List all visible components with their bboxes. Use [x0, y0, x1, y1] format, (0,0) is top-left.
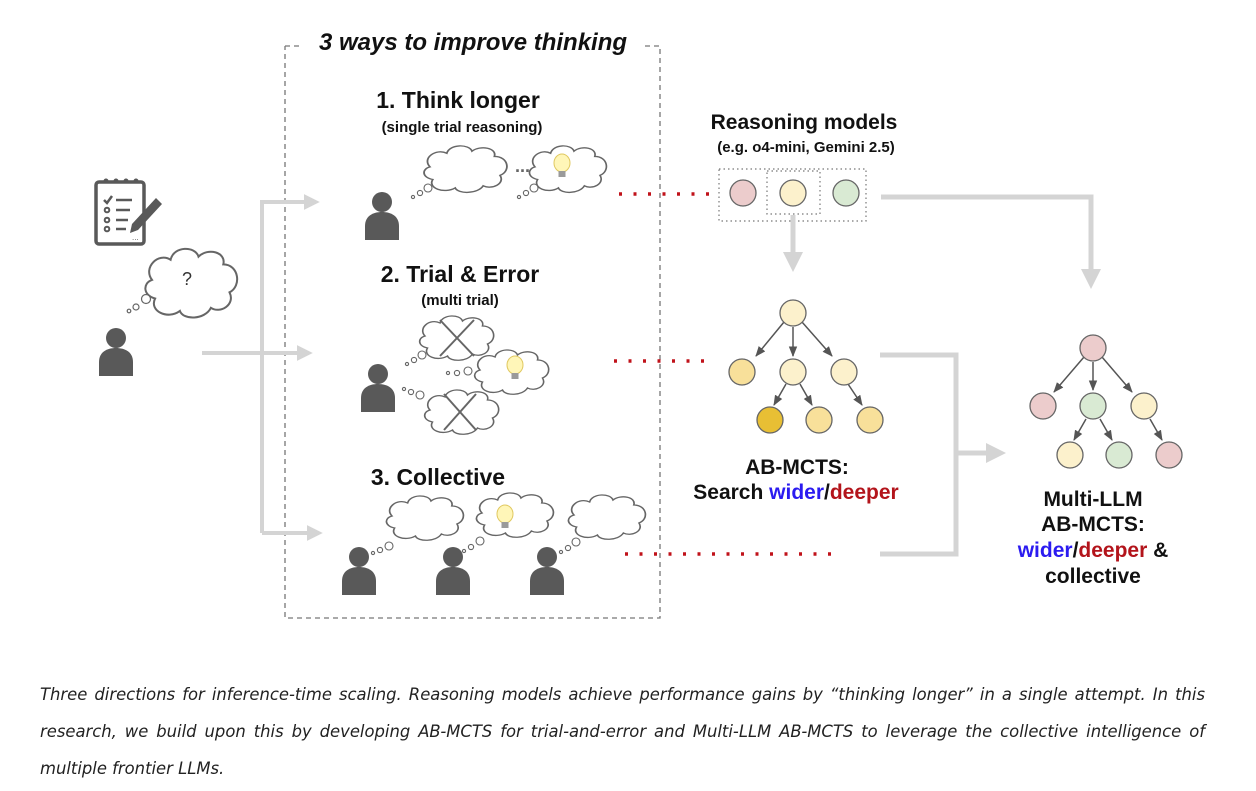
multi-llm-ab-mcts-label: AB-MCTS: [1041, 513, 1145, 536]
failed-cloud-icon [423, 389, 500, 436]
person-icon [342, 547, 376, 595]
tree-node [779, 358, 807, 386]
tree-node [779, 299, 807, 327]
thought-bubbles-icon [126, 293, 152, 314]
way-3-title: 3. Collective [371, 464, 505, 490]
way-2-title: 2. Trial & Error [381, 261, 540, 287]
tree-node [728, 358, 756, 386]
tree-node [856, 406, 884, 434]
inference-scaling-diagram: 3 ways to improve thinking ... ? 1. Thin… [94, 29, 1183, 619]
thought-cloud-icon [567, 494, 647, 541]
reasoning-models-subtitle: (e.g. o4-mini, Gemini 2.5) [717, 139, 895, 156]
multi-llm-label: Multi-LLM [1043, 488, 1142, 511]
tree-node [1056, 441, 1084, 469]
person-icon [99, 328, 133, 376]
model-node-green [832, 179, 860, 207]
models-group [718, 168, 867, 222]
figure-caption: Three directions for inference-time scal… [40, 685, 1205, 778]
svg-text:...: ... [132, 233, 139, 242]
notepad-icon: ... [94, 178, 162, 246]
multi-llm-tree [1029, 334, 1183, 469]
idea-cloud-icon [475, 492, 555, 539]
person-icon [361, 364, 395, 412]
person-icon [530, 547, 564, 595]
person-icon [365, 192, 399, 240]
branch-arrows [202, 194, 323, 541]
box-title: 3 ways to improve thinking [319, 29, 627, 56]
reasoning-models-title: Reasoning models [711, 111, 898, 134]
thinking-ellipsis: ... [515, 156, 530, 176]
tree-node [1105, 441, 1133, 469]
tree-node [805, 406, 833, 434]
tree-node [1079, 392, 1107, 420]
tree-node [1079, 334, 1107, 362]
ab-mcts-tree [728, 299, 884, 434]
multi-llm-wider-deeper-label: wider/deeper & [1017, 539, 1169, 562]
ab-mcts-label: AB-MCTS: [745, 456, 849, 479]
tree-node [1029, 392, 1057, 420]
tree-node [830, 358, 858, 386]
question-mark: ? [182, 269, 192, 289]
ways-box [284, 45, 661, 619]
model-arrows [783, 194, 1101, 557]
model-node-pink [729, 179, 757, 207]
thought-cloud-icon [385, 495, 465, 542]
way-2-subtitle: (multi trial) [421, 292, 499, 309]
way-1-title: 1. Think longer [376, 87, 540, 113]
way-1-subtitle: (single trial reasoning) [382, 119, 543, 136]
multi-llm-collective-label: collective [1045, 565, 1141, 588]
red-dotted-links [614, 192, 835, 556]
tree-node [756, 406, 784, 434]
tree-node [1155, 441, 1183, 469]
ab-mcts-search-label: Search wider/deeper [693, 481, 898, 504]
model-node-yellow [779, 179, 807, 207]
person-icon [436, 547, 470, 595]
thought-cloud-icon [423, 144, 508, 194]
tree-node [1130, 392, 1158, 420]
